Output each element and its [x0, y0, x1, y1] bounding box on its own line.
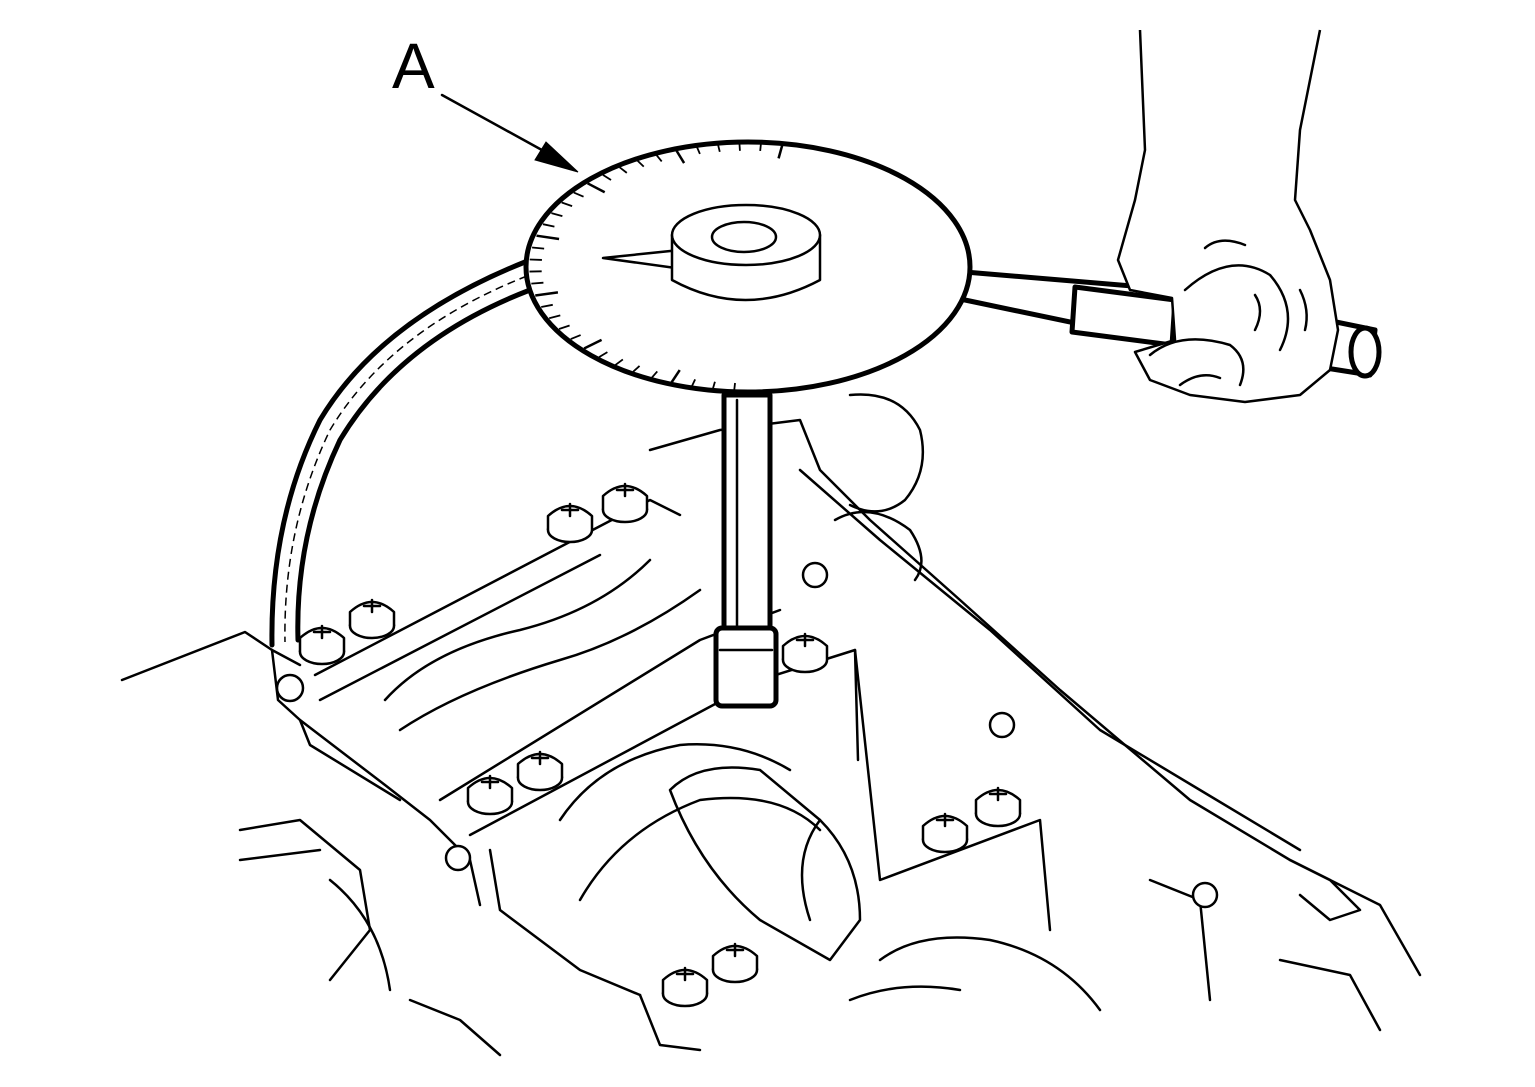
callout-arrow — [440, 93, 579, 173]
dial-tick — [675, 149, 686, 164]
dial-tick — [541, 303, 553, 308]
dial-tick — [548, 314, 561, 320]
dial-tick — [733, 382, 736, 390]
dial-tick — [583, 338, 603, 350]
dial-ticks — [529, 143, 784, 390]
dial-tick — [573, 191, 584, 198]
dial-tick — [619, 166, 628, 174]
dial-tick — [551, 212, 563, 217]
dial-tick — [696, 146, 701, 155]
callout-label-a: A — [392, 30, 435, 102]
dial-tick — [717, 144, 721, 153]
dial-tick — [561, 201, 573, 207]
dial-tick — [602, 174, 612, 181]
dial-tick — [632, 365, 641, 373]
dial-tick — [558, 324, 570, 330]
engine-block — [120, 393, 1422, 1057]
dial-tick — [535, 291, 559, 297]
flex-cable — [269, 259, 533, 648]
dial-tick — [536, 234, 560, 241]
dial-tick — [614, 358, 624, 366]
cap-bolts — [298, 482, 1022, 1008]
extension-bar — [721, 392, 773, 638]
dial-tick — [670, 369, 681, 384]
dial-tick — [570, 334, 581, 340]
dial-tick — [587, 182, 606, 194]
hand — [1116, 29, 1340, 404]
dial-gauge — [523, 139, 973, 395]
dial-tick — [598, 351, 608, 358]
dial-tick — [655, 154, 663, 162]
dial-tick — [531, 281, 544, 285]
dial-tick — [691, 378, 696, 387]
dial-tick — [636, 160, 645, 168]
dial-tick — [759, 143, 762, 152]
socket — [713, 625, 779, 709]
dial-tick — [532, 246, 545, 250]
dial-tick — [777, 145, 784, 159]
dial-tick — [651, 370, 658, 379]
dial-tick — [712, 381, 716, 389]
dial-tick — [542, 223, 555, 228]
dowel-holes — [275, 561, 1219, 909]
